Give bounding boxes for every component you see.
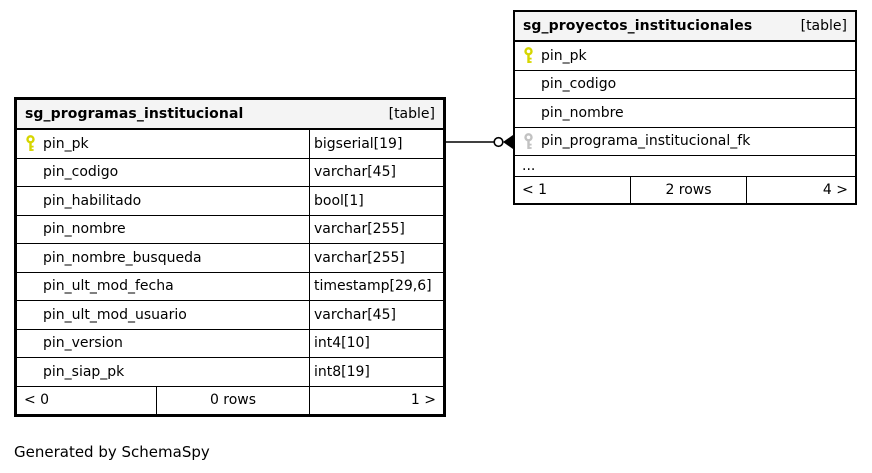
- column-type: varchar[255]: [309, 215, 443, 243]
- primary-key-icon: [515, 47, 541, 64]
- table-tag: [table]: [800, 18, 847, 34]
- footer-children-count: < 0: [24, 392, 50, 409]
- column-row: pin_pk bigserial[19]: [17, 130, 443, 159]
- column-name: pin_habilitado: [43, 192, 142, 209]
- primary-key-icon: [17, 135, 43, 152]
- column-row: pin_ult_mod_usuario varchar[45]: [17, 301, 443, 330]
- column-row: pin_nombre: [515, 99, 855, 128]
- foreign-key-icon: [515, 132, 541, 150]
- column-name: pin_ult_mod_fecha: [43, 278, 174, 295]
- table-footer: < 0 0 rows 1 >: [17, 386, 443, 414]
- footer-parents-count: 1 >: [309, 386, 443, 414]
- table-footer: < 1 2 rows 4 >: [515, 177, 855, 203]
- column-name: pin_codigo: [541, 76, 617, 93]
- column-name: pin_ult_mod_usuario: [43, 306, 187, 323]
- column-name: pin_codigo: [43, 164, 119, 181]
- column-rows: pin_pk pin_codigo pin_nombre pin_programa_i…: [515, 42, 855, 177]
- column-row: pin_pk: [515, 42, 855, 71]
- column-row: pin_nombre_busqueda varchar[255]: [17, 244, 443, 273]
- table-node-sg-proyectos-institucionales[interactable]: sg_proyectos_institucionales [table] pin…: [513, 10, 857, 205]
- footer-row-count: 2 rows: [630, 177, 746, 203]
- column-row: pin_siap_pk int8[19]: [17, 358, 443, 387]
- more-columns-row: ...: [515, 156, 855, 177]
- column-row: pin_programa_institucional_fk: [515, 127, 855, 156]
- table-header: sg_programas_institucional [table]: [17, 100, 443, 130]
- column-name: pin_nombre: [541, 104, 624, 121]
- column-rows: pin_pk bigserial[19] pin_codigo varchar[45]…: [17, 130, 443, 387]
- column-name: pin_pk: [43, 135, 89, 152]
- column-type: int8[19]: [309, 358, 443, 386]
- column-name: pin_nombre: [43, 221, 126, 238]
- column-type: varchar[45]: [309, 301, 443, 329]
- column-type: varchar[255]: [309, 244, 443, 272]
- column-row: pin_habilitado bool[1]: [17, 187, 443, 216]
- table-node-sg-programas-institucional[interactable]: sg_programas_institucional [table] pin_p…: [14, 97, 446, 417]
- column-name: pin_siap_pk: [43, 363, 125, 380]
- column-type: bool[1]: [309, 187, 443, 215]
- column-name: pin_version: [43, 335, 123, 352]
- column-row: pin_codigo: [515, 70, 855, 99]
- column-name: pin_pk: [541, 47, 587, 64]
- footer-parents-count: 4 >: [746, 177, 855, 203]
- column-row: pin_version int4[10]: [17, 329, 443, 358]
- relationship-connector: [446, 135, 513, 149]
- table-title[interactable]: sg_programas_institucional: [25, 106, 244, 122]
- column-name: pin_programa_institucional_fk: [541, 133, 751, 150]
- table-header: sg_proyectos_institucionales [table]: [515, 12, 855, 42]
- column-row: pin_nombre varchar[255]: [17, 215, 443, 244]
- table-title[interactable]: sg_proyectos_institucionales: [523, 18, 753, 34]
- column-row: pin_ult_mod_fecha timestamp[29,6]: [17, 272, 443, 301]
- column-row: pin_codigo varchar[45]: [17, 158, 443, 187]
- column-type: int4[10]: [309, 329, 443, 357]
- footer-row-count: 0 rows: [156, 386, 309, 414]
- column-type: varchar[45]: [309, 158, 443, 186]
- column-type: timestamp[29,6]: [309, 272, 443, 300]
- table-tag: [table]: [388, 106, 435, 122]
- column-name: pin_nombre_busqueda: [43, 249, 202, 266]
- footer-children-count: < 1: [522, 182, 548, 198]
- column-type: bigserial[19]: [309, 130, 443, 158]
- generated-by-note: Generated by SchemaSpy: [14, 443, 210, 461]
